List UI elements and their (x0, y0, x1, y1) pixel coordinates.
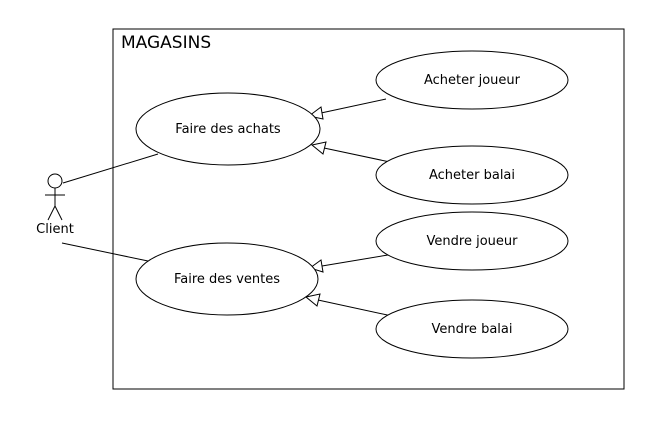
actor-right-leg (54, 205, 63, 221)
use-case-label-vendre-balai: Vendre balai (432, 322, 513, 337)
use-case-label-achats: Faire des achats (175, 122, 281, 137)
association-client-achats (62, 153, 159, 184)
use-case-faire-des-ventes (135, 242, 319, 316)
use-case-vendre-balai (375, 299, 569, 359)
use-case-faire-des-achats (135, 92, 321, 166)
association-client-ventes (61, 242, 149, 262)
use-case-label-ventes: Faire des ventes (174, 272, 280, 287)
actor-left-leg (47, 205, 56, 221)
generalization-arrowhead-acheter-balai (310, 141, 327, 155)
use-case-vendre-joueur (375, 211, 569, 271)
use-case-acheter-balai (375, 145, 569, 205)
generalization-line-vendre-joueur (321, 254, 389, 267)
generalization-line-acheter-joueur (320, 98, 387, 114)
generalization-line-vendre-balai (317, 299, 393, 317)
use-case-label-acheter-balai: Acheter balai (429, 168, 515, 183)
use-case-label-vendre-joueur: Vendre joueur (427, 234, 519, 249)
generalization-line-acheter-balai (323, 147, 391, 163)
use-case-acheter-joueur (375, 50, 569, 110)
actor-label: Client (36, 222, 74, 237)
use-case-label-acheter-joueur: Acheter joueur (424, 73, 521, 88)
system-title: MAGASINS (121, 33, 211, 53)
actor-client: Client (36, 173, 74, 237)
actor-head (47, 173, 63, 189)
generalization-arrowhead-vendre-balai (304, 293, 321, 307)
